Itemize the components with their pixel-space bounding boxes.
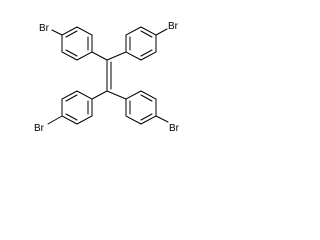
bromine-label-bottom-right: Br bbox=[169, 123, 180, 134]
bromine-label-top-right: Br bbox=[168, 21, 179, 32]
phenyl-ring-top-right bbox=[125, 26, 168, 61]
phenyl-ring-top-left bbox=[51, 26, 93, 61]
phenyl-ring-bottom-right bbox=[125, 90, 169, 125]
phenyl-ring-bottom-left bbox=[47, 90, 93, 125]
bromine-label-top-left: Br bbox=[39, 23, 50, 34]
bromine-label-bottom-left: Br bbox=[34, 123, 45, 134]
central-double-bond bbox=[106, 59, 112, 92]
ring-attachment-bonds bbox=[91, 51, 127, 100]
molecule-structure: Br Br Br Br bbox=[34, 21, 180, 134]
